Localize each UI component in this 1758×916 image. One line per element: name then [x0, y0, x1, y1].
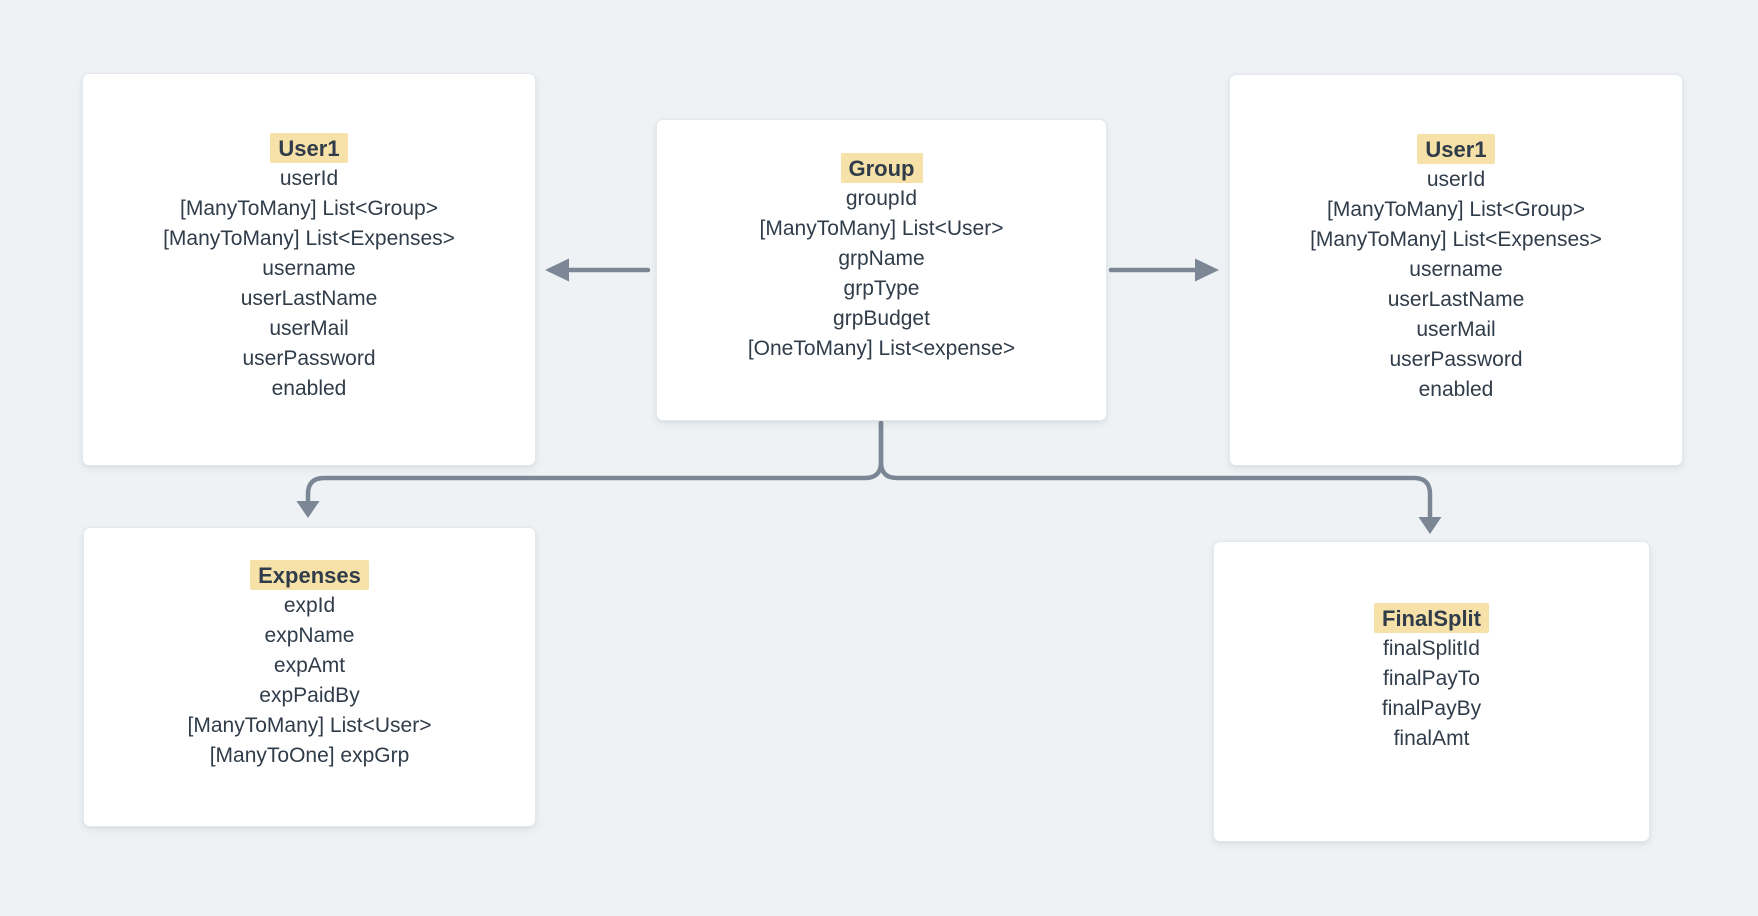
entity-field: grpName — [838, 247, 925, 270]
entity-title: User1 — [1230, 134, 1682, 165]
entity-field: [ManyToMany] List<User> — [187, 714, 432, 737]
arrowhead-down-icon[interactable] — [296, 501, 320, 518]
entity-title: Expenses — [84, 560, 535, 591]
entity-title: User1 — [83, 133, 535, 164]
entity-card-user1-left[interactable]: User1 userId [ManyToMany] List<Group> [Man… — [82, 73, 536, 466]
title-highlight: Expenses — [250, 560, 369, 590]
entity-field: [ManyToMany] List<Group> — [180, 197, 438, 220]
title-highlight: Group — [840, 153, 923, 183]
entity-field: expId — [283, 594, 336, 617]
entity-field: userLastName — [1387, 288, 1525, 311]
entity-field: finalAmt — [1393, 727, 1470, 750]
entity-field: expAmt — [273, 654, 346, 677]
connector-line[interactable] — [878, 420, 1433, 521]
entity-field: userId — [1426, 168, 1486, 191]
entity-field: finalPayTo — [1383, 667, 1480, 690]
entity-field: userMail — [1416, 318, 1496, 341]
entity-field: grpType — [843, 277, 920, 300]
title-highlight: User1 — [270, 133, 348, 163]
entity-field: enabled — [1418, 378, 1494, 401]
entity-field: username — [262, 257, 356, 280]
entity-field: [ManyToMany] List<User> — [759, 217, 1004, 240]
entity-field-list: userId [ManyToMany] List<Group> [ManyToMan… — [1230, 165, 1682, 405]
entity-field: [OneToMany] List<expense> — [747, 337, 1016, 360]
entity-field: expPaidBy — [259, 684, 360, 707]
entity-field: groupId — [845, 187, 918, 210]
entity-field-list: finalSplitId finalPayTo finalPayBy finalAmt — [1214, 634, 1649, 754]
entity-field-list: userId [ManyToMany] List<Group> [ManyToMan… — [83, 164, 535, 404]
connector-group-to-user1-left[interactable] — [545, 258, 651, 282]
arrowhead-left-icon[interactable] — [545, 258, 569, 282]
entity-field: expName — [264, 624, 355, 647]
entity-field: [ManyToOne] expGrp — [209, 744, 410, 767]
connector-group-to-user1-right[interactable] — [1108, 258, 1219, 282]
title-highlight: User1 — [1417, 134, 1495, 164]
entity-field: username — [1409, 258, 1503, 281]
entity-field: userPassword — [242, 347, 376, 370]
entity-field: finalPayBy — [1381, 697, 1482, 720]
entity-card-expenses[interactable]: Expenses expId expName expAmt expPaidBy [Man… — [83, 527, 536, 827]
entity-field: grpBudget — [833, 307, 930, 330]
entity-field-list: expId expName expAmt expPaidBy [ManyToMany] … — [84, 591, 535, 771]
entity-title: Group — [657, 153, 1106, 184]
title-highlight: FinalSplit — [1374, 603, 1489, 633]
arrowhead-down-icon[interactable] — [1418, 517, 1442, 534]
entity-field: [ManyToMany] List<Expenses> — [163, 227, 455, 250]
arrowhead-right-icon[interactable] — [1195, 258, 1219, 282]
entity-card-group[interactable]: Group groupId [ManyToMany] List<User> grpN… — [656, 119, 1107, 421]
entity-field: enabled — [271, 377, 347, 400]
entity-field: finalSplitId — [1383, 637, 1480, 660]
connector-group-to-finalsplit[interactable] — [878, 420, 1442, 534]
entity-card-user1-right[interactable]: User1 userId [ManyToMany] List<Group> [Man… — [1229, 74, 1683, 466]
entity-field: [ManyToMany] List<Group> — [1327, 198, 1585, 221]
entity-field: userPassword — [1389, 348, 1523, 371]
entity-field: userMail — [269, 317, 349, 340]
entity-title: FinalSplit — [1214, 603, 1649, 634]
entity-field: userLastName — [240, 287, 378, 310]
entity-field-list: groupId [ManyToMany] List<User> grpName grp… — [657, 184, 1106, 364]
entity-card-finalsplit[interactable]: FinalSplit finalSplitId finalPayTo finalPa… — [1213, 541, 1650, 842]
entity-field: [ManyToMany] List<Expenses> — [1310, 228, 1602, 251]
entity-field: userId — [279, 167, 339, 190]
